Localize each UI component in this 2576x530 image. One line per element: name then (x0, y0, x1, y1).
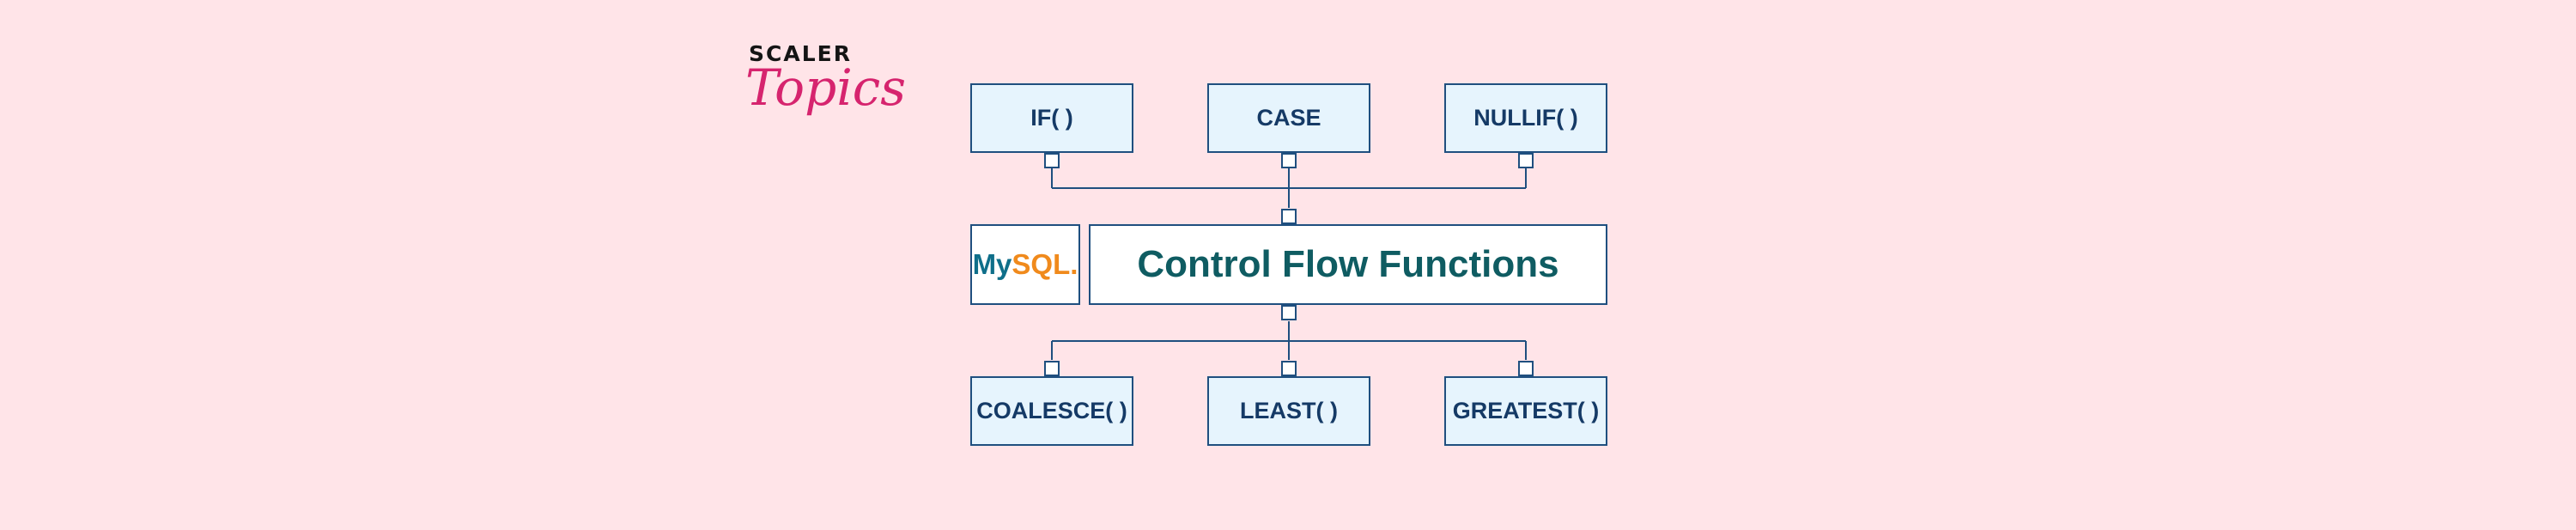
port-least-top (1281, 361, 1297, 376)
node-if: IF( ) (970, 83, 1133, 153)
center-node-title: Control Flow Functions (1089, 224, 1607, 305)
logo-wordmark-scaler: SCALER (749, 41, 852, 66)
node-nullif-label: NULLIF( ) (1473, 105, 1578, 131)
node-least: LEAST( ) (1207, 376, 1370, 446)
port-case-bottom (1281, 153, 1297, 168)
mysql-logo-sql: SQL (1012, 248, 1071, 280)
node-coalesce-label: COALESCE( ) (976, 398, 1127, 423)
port-if-bottom (1044, 153, 1060, 168)
center-node-label: Control Flow Functions (1137, 243, 1559, 285)
port-center-top (1281, 209, 1297, 224)
scaler-topics-logo: SCALER Topics (745, 38, 906, 132)
logo-wordmark-topics: Topics (745, 58, 907, 117)
port-coalesce-top (1044, 361, 1060, 376)
node-if-label: IF( ) (1030, 105, 1073, 131)
port-greatest-top (1518, 361, 1534, 376)
node-case-label: CASE (1256, 105, 1321, 131)
node-greatest-label: GREATEST( ) (1452, 398, 1600, 423)
mysql-logo-dot: . (1070, 248, 1078, 280)
node-nullif: NULLIF( ) (1444, 83, 1607, 153)
node-greatest: GREATEST( ) (1444, 376, 1607, 446)
node-coalesce: COALESCE( ) (970, 376, 1133, 446)
port-nullif-bottom (1518, 153, 1534, 168)
mysql-logo-my: My (972, 248, 1012, 280)
port-center-bottom (1281, 305, 1297, 320)
node-least-label: LEAST( ) (1240, 398, 1338, 423)
node-case: CASE (1207, 83, 1370, 153)
